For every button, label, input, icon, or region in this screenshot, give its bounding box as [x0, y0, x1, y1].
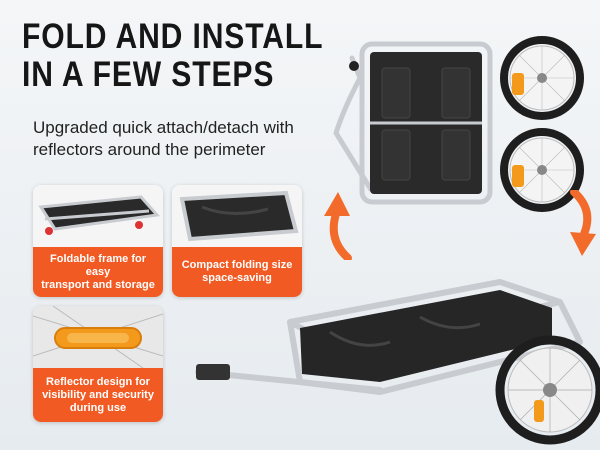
- curved-arrow-down-icon: [570, 190, 596, 256]
- folded-trailer-image: [333, 41, 493, 205]
- headline: FOLD AND INSTALL IN A FEW STEPS: [22, 17, 324, 94]
- subheading: Upgraded quick attach/detach with reflec…: [33, 117, 333, 161]
- feature-card-reflector: Reflector design for visibility and secu…: [33, 306, 163, 422]
- compact-folding-photo: [172, 185, 302, 247]
- foldable-frame-caption: Foldable frame for easy transport and st…: [33, 247, 163, 297]
- feature-card-compact-folding: Compact folding size space-saving: [172, 185, 302, 297]
- subheading-line-1: Upgraded quick attach/detach with: [33, 118, 294, 137]
- reflector-caption: Reflector design for visibility and secu…: [33, 368, 163, 422]
- foldable-frame-photo: [33, 185, 163, 247]
- reflector-caption-line-3: during use: [69, 401, 127, 414]
- compact-folding-caption-line-2: space-saving: [202, 272, 272, 284]
- wheels-image: [500, 36, 584, 212]
- curved-arrow-up-icon: [324, 192, 352, 260]
- reflector-caption-line-2: visibility and security: [42, 388, 154, 401]
- headline-line-2: IN A FEW STEPS: [22, 55, 275, 94]
- foldable-frame-caption-line-1: Foldable frame for easy: [50, 252, 146, 278]
- assembled-trailer-image: [195, 279, 600, 445]
- headline-line-1: FOLD AND INSTALL: [22, 17, 324, 56]
- compact-folding-caption: Compact folding size space-saving: [172, 247, 302, 297]
- reflector-photo: [33, 306, 163, 368]
- compact-folding-caption-line-1: Compact folding size: [181, 259, 293, 271]
- foldable-frame-caption-line-2: transport and storage: [41, 278, 155, 291]
- subheading-line-2: reflectors around the perimeter: [33, 140, 266, 159]
- reflector-caption-line-1: Reflector design for: [46, 375, 150, 388]
- feature-card-foldable-frame: Foldable frame for easy transport and st…: [33, 185, 163, 297]
